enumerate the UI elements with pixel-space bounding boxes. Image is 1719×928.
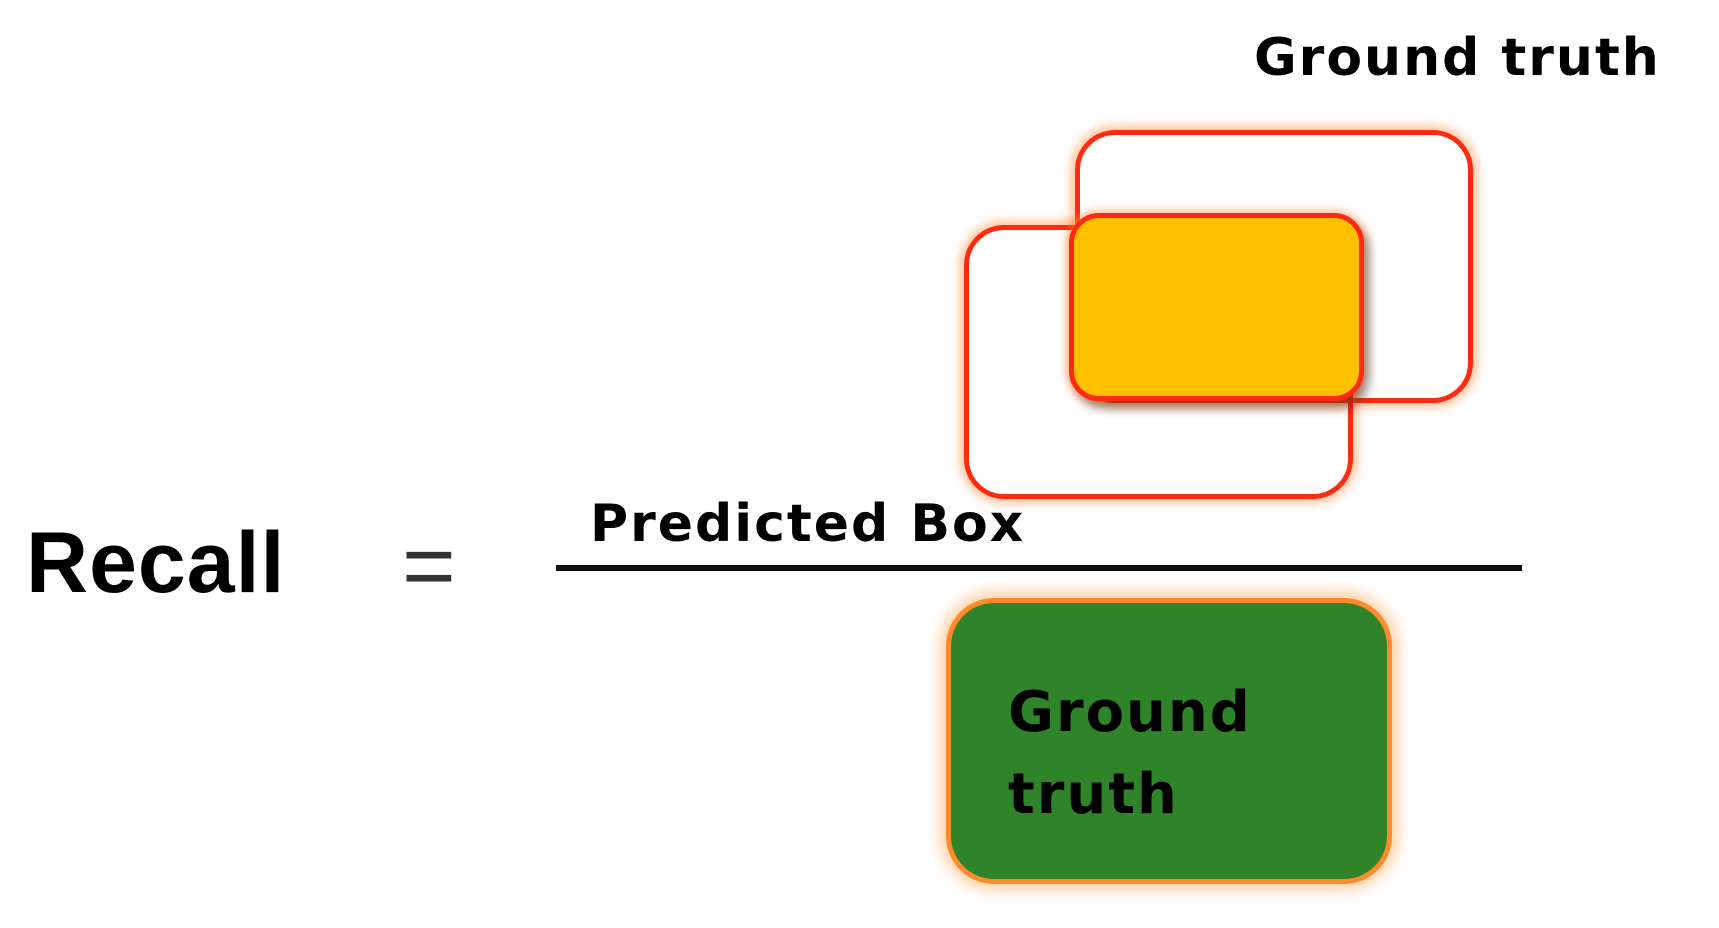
ground-truth-top-label: Ground truth — [1254, 28, 1661, 88]
ground-truth-label-line1: Ground — [1008, 680, 1252, 745]
ground-truth-label-line2: truth — [1008, 762, 1179, 827]
ground-truth-box-filled — [946, 598, 1392, 884]
ground-truth-box-label: Ground truth — [1008, 672, 1252, 836]
equals-sign: = — [402, 515, 456, 617]
recall-label: Recall — [26, 515, 286, 611]
predicted-box-label: Predicted Box — [590, 494, 1026, 554]
overlap-region — [1069, 213, 1364, 401]
fraction-bar — [556, 565, 1522, 571]
